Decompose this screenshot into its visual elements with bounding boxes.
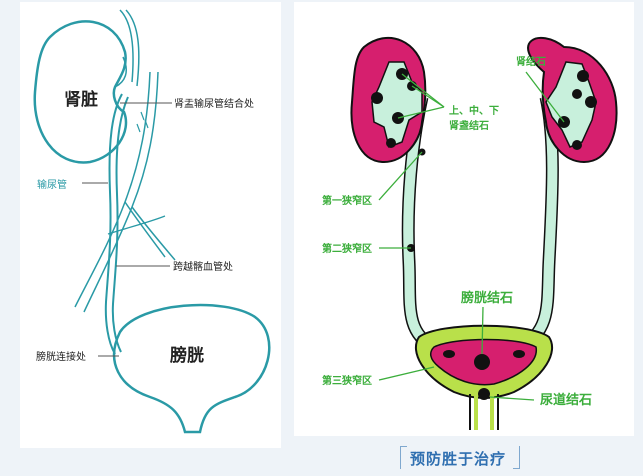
kidney-label: 肾脏 <box>64 89 98 110</box>
bladder-outline <box>112 303 271 434</box>
ureter-label: 输尿管 <box>37 178 67 191</box>
bladder-junction-label: 膀胱连接处 <box>36 350 86 363</box>
urethra-stone-label: 尿道结石 <box>540 392 592 408</box>
iliac-crossing-label: 跨越髂血管处 <box>173 260 233 273</box>
bladder-label: 膀胱 <box>170 345 204 366</box>
ureter-right-wall <box>111 96 129 353</box>
pelvis-stone-label: 上、中、下 <box>449 104 499 117</box>
caption-bracket-left <box>400 446 407 469</box>
right-stone-panel: 肾结石 上、中、下 肾盏结石 第一狭窄区 第二狭窄区 膀胱结石 第三狭窄区 尿道… <box>294 2 634 436</box>
caption-bracket-right <box>513 446 520 469</box>
bladder-stone-label: 膀胱结石 <box>460 290 513 306</box>
narrow-2-label: 第二狭窄区 <box>322 242 372 255</box>
narrow-3-label: 第三狭窄区 <box>322 374 372 387</box>
urinary-tract-outline-diagram: 肾脏 肾盂输尿管结合处 输尿管 跨越髂血管处 膀胱连接处 膀胱 <box>33 9 271 434</box>
urethra <box>469 394 499 430</box>
kidney-outline <box>33 20 128 164</box>
caption-text: 预防胜于治疗 <box>410 450 507 468</box>
caption: 预防胜于治疗 <box>400 443 520 471</box>
kidney-stone-label: 肾结石 <box>516 55 546 68</box>
narrow-1-label: 第一狭窄区 <box>322 194 372 207</box>
left-anatomy-panel: 肾脏 肾盂输尿管结合处 输尿管 跨越髂血管处 膀胱连接处 膀胱 <box>20 2 281 448</box>
upj-label: 肾盂输尿管结合处 <box>174 97 254 110</box>
pelvis-stone-label-2: 肾盏结石 <box>449 119 489 132</box>
urinary-stone-locations-diagram: 肾结石 上、中、下 肾盏结石 第一狭窄区 第二狭窄区 膀胱结石 第三狭窄区 尿道… <box>322 36 618 430</box>
